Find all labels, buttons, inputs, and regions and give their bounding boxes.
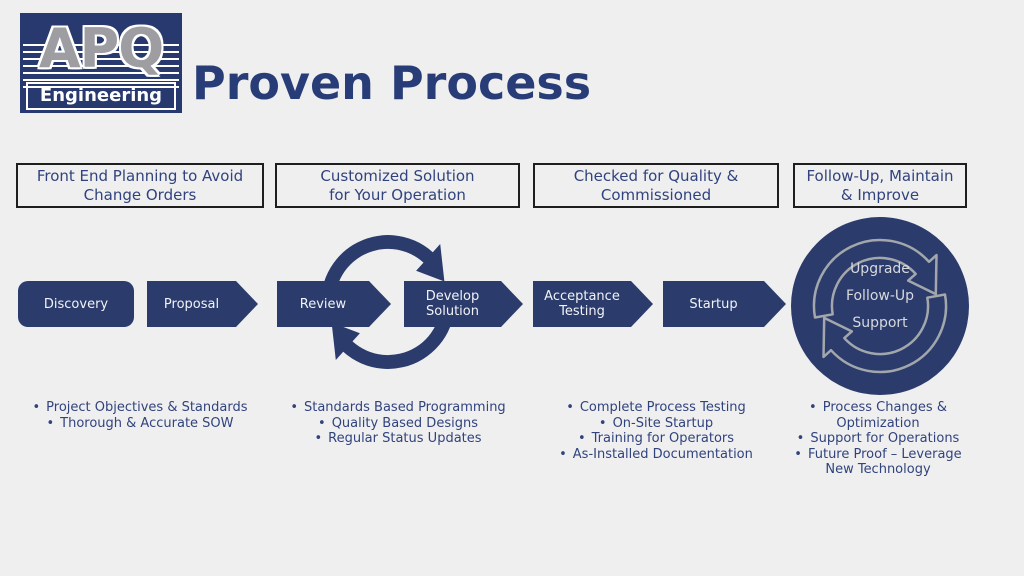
loop-arrow-bottom-icon <box>822 293 948 374</box>
bullet-dot: • <box>290 400 298 415</box>
page-title: Proven Process <box>192 56 592 110</box>
bullet-item: • Future Proof – Leverage New Technology <box>782 447 974 478</box>
bullet-list-front-end-planning: •Project Objectives & Standards •Thoroug… <box>16 400 264 431</box>
loop-label-upgrade: Upgrade <box>850 261 910 277</box>
flow-step-label: Startup <box>689 296 738 312</box>
bullet-text: Quality Based Designs <box>331 415 478 431</box>
bullet-item: • Support for Operations <box>782 431 974 447</box>
flow-step-label: Solution <box>426 304 479 319</box>
bullet-text: Process Changes & Optimization <box>822 400 947 431</box>
bullet-dot: • <box>318 415 326 431</box>
bullet-item: • As-Installed Documentation <box>533 447 779 463</box>
bullet-text: As-Installed Documentation <box>572 446 753 462</box>
phase-header-line: Front End Planning to Avoid <box>36 166 244 185</box>
flow-step-label: Acceptance <box>544 289 620 304</box>
cycle-arrow-bottom-icon <box>331 284 455 369</box>
bullet-dot: • <box>598 415 607 431</box>
flow-step-label: Discovery <box>43 296 109 312</box>
loop-label-follow-up: Follow-Up <box>845 288 915 304</box>
bullet-dot: • <box>32 400 41 415</box>
bullet-text: Regular Status Updates <box>328 431 482 446</box>
bullet-item: • Standards Based Programming <box>275 400 521 416</box>
logo-acronym: APQ <box>38 17 164 80</box>
phase-header-follow-up: Follow-Up, Maintain & Improve <box>793 163 967 208</box>
flow-step-label: Review <box>299 296 347 312</box>
bullet-item: • Training for Operators <box>533 431 779 447</box>
bullet-text: Project Objectives & Standards <box>46 400 248 415</box>
flow-step-label: Proposal <box>163 296 220 312</box>
flow-step-review: Review <box>277 281 391 327</box>
phase-header-customized-solution: Customized Solution for Your Operation <box>275 163 520 208</box>
bullet-dot: • <box>796 431 805 446</box>
bullet-list-follow-up: • Process Changes & Optimization • Support… <box>782 400 974 478</box>
flow-step-proposal: Proposal <box>147 281 258 327</box>
flow-step-acceptance-testing: Acceptance Testing <box>533 281 653 327</box>
phase-header-line: Checked for Quality & <box>573 166 739 185</box>
bullet-item: • Quality Based Designs <box>275 416 521 432</box>
bullet-text: On-Site Startup <box>612 415 714 431</box>
bullet-item: • On-Site Startup <box>533 416 779 432</box>
review-cycle-arrows-icon <box>321 235 455 369</box>
logo-subtitle: Engineering <box>26 82 176 110</box>
bullet-dot: • <box>794 446 802 462</box>
phase-header-line: & Improve <box>840 185 920 204</box>
bullet-item: • Thorough & Accurate SOW <box>16 416 264 432</box>
flow-step-startup: Startup <box>663 281 786 327</box>
company-logo: APQ Engineering <box>20 13 182 113</box>
continuous-loop-circle: Upgrade Follow-Up Support <box>791 217 969 395</box>
loop-label-support: Support <box>852 315 908 331</box>
bullet-text: Complete Process Testing <box>579 400 746 415</box>
bullet-text: Training for Operators <box>591 431 735 446</box>
bullet-item: • Project Objectives & Standards <box>16 400 264 416</box>
bullet-dot: • <box>46 415 55 431</box>
flow-step-label: Testing <box>559 304 605 319</box>
loop-arrows-icon <box>812 238 948 374</box>
bullet-text: Standards Based Programming <box>303 400 506 415</box>
logo-stripes-decoration <box>23 44 179 93</box>
bullet-item: • Complete Process Testing <box>533 400 779 416</box>
bullet-dot: • <box>577 431 586 446</box>
phase-header-line: Change Orders <box>83 185 197 204</box>
phase-header-line: for Your Operation <box>329 185 466 204</box>
flow-step-label: Develop <box>425 289 480 304</box>
phase-header-checked-for-quality: Checked for Quality & Commissioned <box>533 163 779 208</box>
flow-step-discovery: Discovery <box>18 281 134 327</box>
bullet-text: Future Proof – Leverage New Technology <box>807 446 962 478</box>
phase-header-front-end-planning: Front End Planning to Avoid Change Order… <box>16 163 264 208</box>
flow-step-develop-solution: Develop Solution <box>404 281 523 327</box>
bullet-dot: • <box>566 400 574 415</box>
bullet-dot: • <box>559 446 567 462</box>
phase-header-line: Follow-Up, Maintain <box>806 166 954 185</box>
bullet-list-checked-for-quality: •Complete Process Testing •On-Site Start… <box>533 400 779 462</box>
bullet-item: • Process Changes & Optimization <box>782 400 974 431</box>
loop-arrow-top-icon <box>812 238 938 319</box>
bullet-item: • Regular Status Updates <box>275 431 521 447</box>
bullet-text: Support for Operations <box>810 431 960 446</box>
bullet-dot: • <box>314 431 323 446</box>
bullet-text: Thorough & Accurate SOW <box>60 415 234 431</box>
bullet-list-customized-solution: •Standards Based Programming •Quality Ba… <box>275 400 521 447</box>
bullet-dot: • <box>809 400 817 415</box>
cycle-arrow-top-icon <box>321 235 445 320</box>
phase-header-line: Commissioned <box>600 185 712 204</box>
phase-header-line: Customized Solution <box>320 166 475 185</box>
